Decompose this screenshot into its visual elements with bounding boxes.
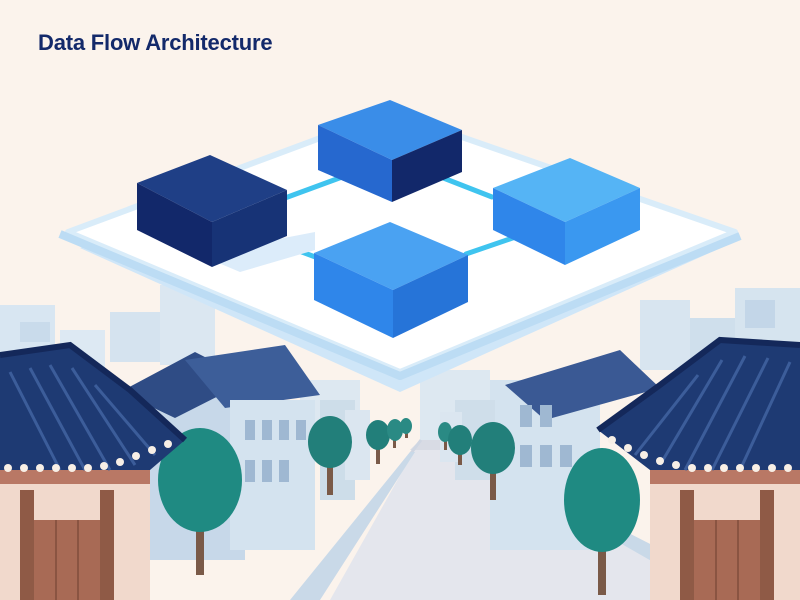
tree-icon (387, 419, 403, 448)
tree-icon (564, 448, 640, 595)
isometric-cube-icon (314, 222, 468, 338)
tree-icon (158, 428, 242, 575)
tiled-roof-icon (596, 336, 800, 472)
diagram-nodes (137, 100, 640, 338)
tree-icon (400, 418, 412, 438)
tree-icon (471, 422, 515, 500)
tree-icon (308, 416, 352, 495)
tiled-roof-icon (0, 341, 188, 472)
tree-icon (448, 425, 472, 465)
isometric-cube-icon (493, 158, 640, 265)
left-traditional-house (0, 341, 188, 600)
isometric-cube-icon (137, 155, 315, 272)
isometric-cube-icon (318, 100, 462, 202)
page-title: Data Flow Architecture (38, 30, 273, 55)
right-traditional-house (596, 336, 800, 600)
trees (158, 416, 640, 595)
tree-icon (366, 420, 390, 464)
